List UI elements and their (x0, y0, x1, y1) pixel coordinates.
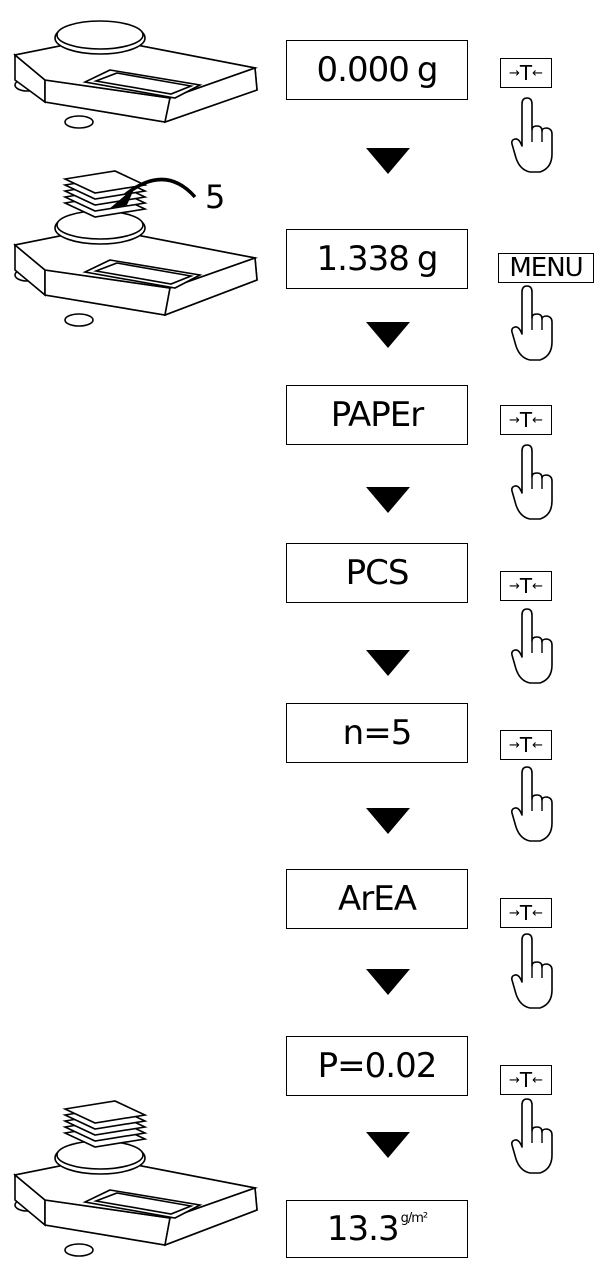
arrow-right-icon: → (508, 737, 520, 753)
arrow-left-icon: ← (532, 1072, 544, 1088)
display-value: PAPEr (330, 395, 425, 435)
arrow-left-icon: ← (532, 578, 544, 594)
pressing-hand-icon (511, 933, 553, 1009)
step-arrow (366, 969, 410, 995)
tare-key-label: T (519, 408, 533, 432)
arrow-right-icon: → (508, 578, 520, 594)
paper-count-label: 5 (205, 178, 226, 216)
display-step-3: PAPEr (286, 385, 468, 445)
menu-key[interactable]: MENU (498, 253, 594, 283)
display-step-7: P=0.02 (286, 1036, 468, 1096)
balance-empty-illustration (13, 20, 259, 129)
display-unit: g (416, 50, 439, 90)
result-unit: g/m² (400, 1211, 428, 1226)
arrow-left-icon: ← (532, 412, 544, 428)
pressing-hand-icon (511, 444, 553, 520)
pressing-hand-icon (511, 285, 553, 361)
tare-key[interactable]: →T← (500, 1065, 552, 1095)
step-arrow (366, 487, 410, 513)
pressing-hand-icon (511, 97, 553, 173)
tare-key-label: T (519, 61, 533, 85)
arrow-right-icon: → (508, 412, 520, 428)
display-step-6: ArEA (286, 869, 468, 929)
balance-final-illustration (13, 1100, 259, 1257)
step-arrow (366, 650, 410, 676)
arrow-left-icon: ← (532, 737, 544, 753)
display-value: 1.338 (316, 239, 410, 279)
arrow-right-icon: → (508, 65, 520, 81)
display-value: PCS (345, 553, 410, 593)
display-value: P=0.02 (317, 1046, 438, 1086)
display-value: n=5 (342, 713, 413, 753)
arrow-right-icon: → (508, 1072, 520, 1088)
tare-key[interactable]: →T← (500, 58, 552, 88)
tare-key-label: T (519, 574, 533, 598)
display-step-4: PCS (286, 543, 468, 603)
arrow-left-icon: ← (532, 65, 544, 81)
display-value: 0.000 (316, 50, 410, 90)
tare-key[interactable]: →T← (500, 730, 552, 760)
tare-key[interactable]: →T← (500, 571, 552, 601)
display-unit: g (416, 239, 439, 279)
step-arrow (366, 322, 410, 348)
step-arrow (366, 148, 410, 174)
arrow-right-icon: → (508, 905, 520, 921)
arrow-left-icon: ← (532, 905, 544, 921)
tare-key-label: T (519, 901, 533, 925)
menu-key-label: MENU (509, 253, 583, 283)
pressing-hand-icon (511, 608, 553, 684)
tare-key-label: T (519, 1068, 533, 1092)
result-value: 13.3 (326, 1209, 400, 1249)
step-arrow (366, 1132, 410, 1158)
pressing-hand-icon (511, 1098, 553, 1174)
display-step-5: n=5 (286, 703, 468, 763)
step-arrow (366, 808, 410, 834)
tare-key[interactable]: →T← (500, 898, 552, 928)
tare-key-label: T (519, 733, 533, 757)
display-value: ArEA (338, 879, 417, 919)
balance-with-paper-illustration (13, 170, 259, 327)
tare-key[interactable]: →T← (500, 405, 552, 435)
pressing-hand-icon (511, 766, 553, 842)
